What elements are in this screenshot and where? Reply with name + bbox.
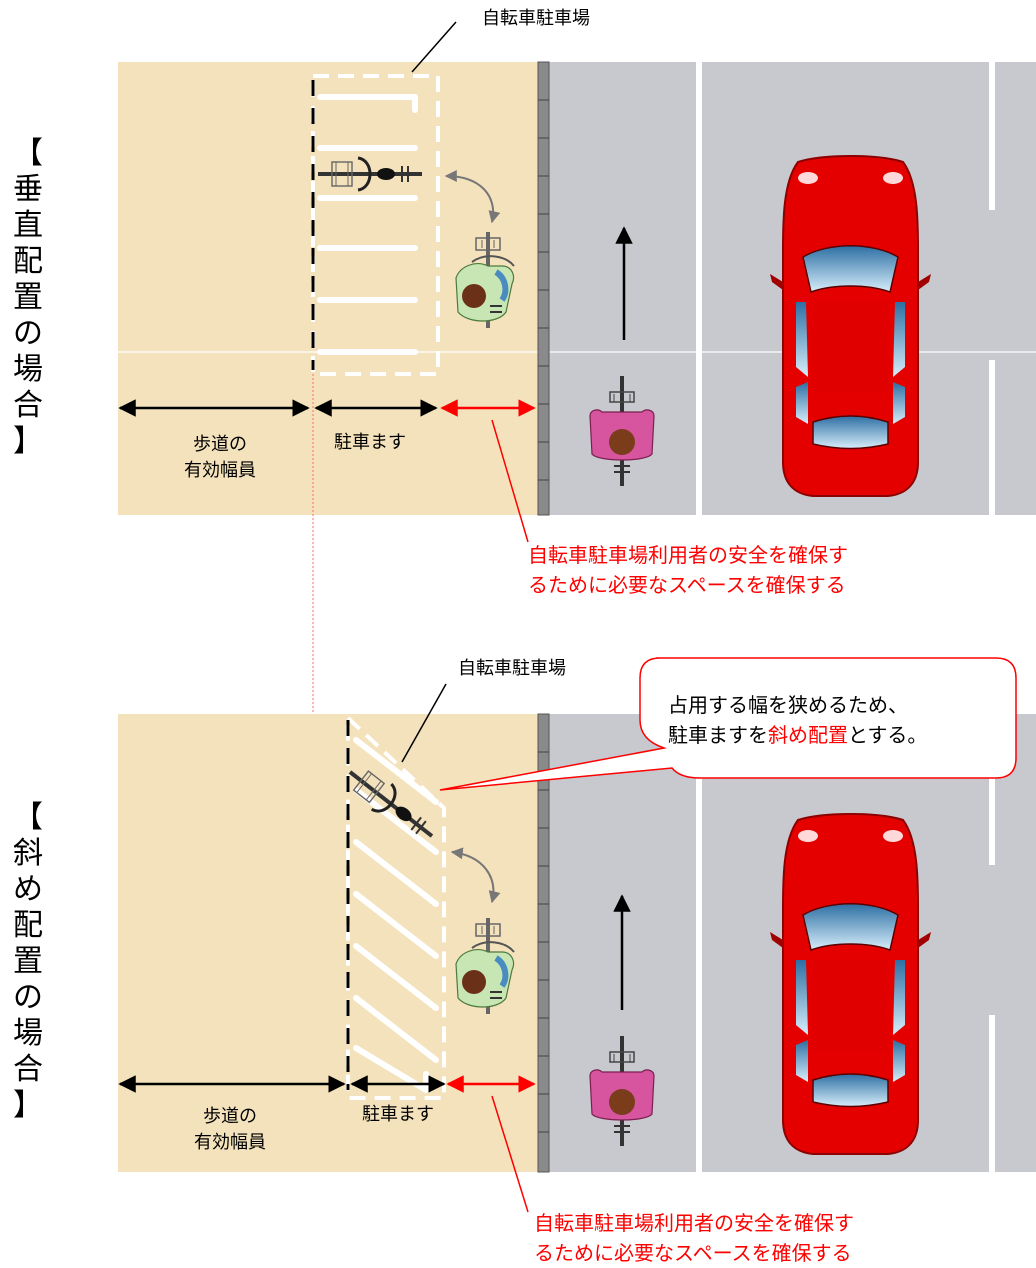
sidewalk-area bbox=[118, 714, 538, 1172]
bottom-panel bbox=[118, 657, 1036, 1213]
bottom-parking-label: 自転車駐車場 bbox=[458, 658, 566, 679]
parking-label-leader bbox=[401, 683, 447, 763]
bicycle-parking-perpendicular bbox=[311, 74, 440, 376]
safety-note-leader bbox=[491, 1095, 529, 1213]
callout-text: 占用する幅を狭めるため、 駐車ますを斜め配置とする。 bbox=[668, 693, 928, 747]
parking-label-leader bbox=[411, 21, 457, 73]
top-sidewalk-width-label: 歩道の有効幅員 bbox=[184, 434, 256, 481]
callout-highlight: 斜め配置 bbox=[768, 723, 848, 747]
top-parking-label: 自転車駐車場 bbox=[482, 8, 590, 29]
safety-note-leader bbox=[491, 419, 529, 543]
top-safety-note: 自転車駐車場利用者の安全を確保するために必要なスペースを確保する bbox=[528, 543, 848, 597]
top-panel bbox=[118, 21, 1036, 543]
red-car bbox=[769, 813, 932, 1155]
curb bbox=[537, 713, 550, 1173]
bottom-safety-note: 自転車駐車場利用者の安全を確保するために必要なスペースを確保する bbox=[534, 1211, 854, 1265]
top-side-title: 【垂直配置の場合】 bbox=[13, 136, 43, 459]
bottom-side-title: 【斜め配置の場合】 bbox=[13, 800, 43, 1123]
curb bbox=[537, 61, 550, 516]
top-parking-space-label: 駐車ます bbox=[334, 432, 406, 453]
callout-bubble bbox=[439, 657, 1017, 791]
bottom-parking-space-label: 駐車ます bbox=[362, 1104, 434, 1125]
access-arrow bbox=[450, 847, 501, 904]
bottom-sidewalk-width-label: 歩道の有効幅員 bbox=[194, 1106, 266, 1153]
red-car bbox=[769, 155, 932, 497]
access-arrow bbox=[444, 170, 501, 224]
